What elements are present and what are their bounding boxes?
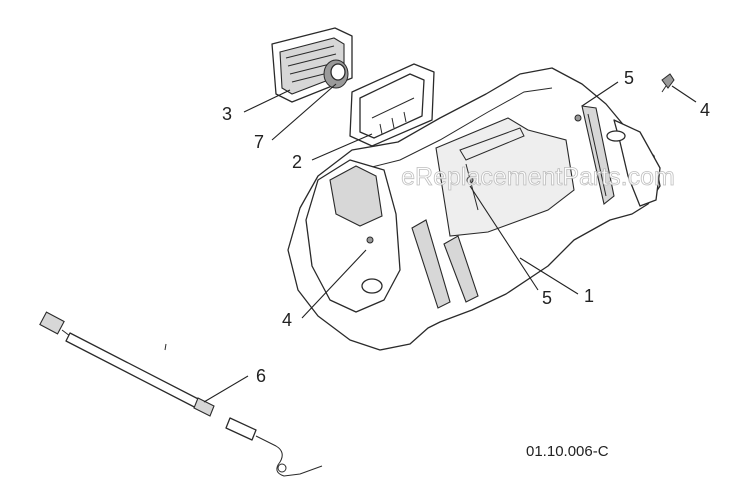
callout-5-lower: 5 [542,288,552,308]
harness-connector [39,311,65,335]
headlight-bracket [349,63,435,147]
callout-2: 2 [292,152,302,172]
hood-panel [287,67,661,351]
callout-1: 1 [584,286,594,306]
callout-6: 6 [256,366,266,386]
callout-3: 3 [222,104,232,124]
screw-part-4 [661,73,675,93]
callout-7: 7 [254,132,264,152]
headlight-lamp [271,27,353,103]
callout-4-left: 4 [282,310,292,330]
diagram-code: 01.10.006-C [526,443,609,460]
leader-lines [203,81,697,403]
watermark: eReplacementParts.com [401,163,675,191]
callout-5-upper: 5 [624,68,634,88]
wiring-harness [39,311,323,477]
callout-4-right: 4 [700,100,710,120]
